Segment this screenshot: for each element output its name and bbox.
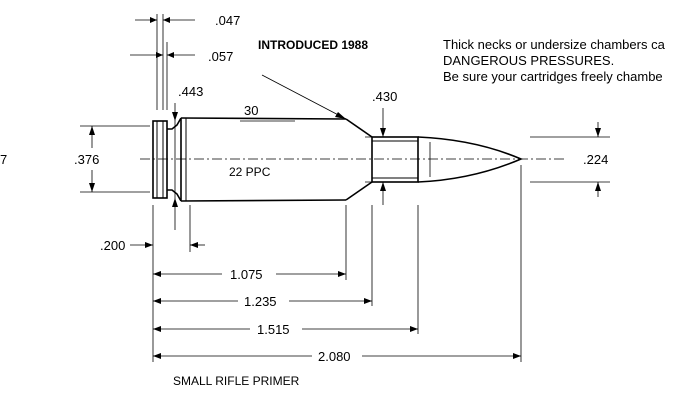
dim-bullet-diameter	[530, 122, 610, 197]
dim-overall-length-value: 2.080	[318, 349, 351, 364]
dim-extractor-groove-value: .057	[208, 49, 233, 64]
primer-label: SMALL RIFLE PRIMER	[173, 374, 300, 388]
dim-overall-length	[153, 353, 521, 359]
dim-rim-thickness	[135, 14, 195, 110]
dim-shoulder-angle	[261, 74, 347, 120]
dim-rim-thickness-value: .047	[215, 13, 240, 28]
warning-line-2: DANGEROUS PRESSURES.	[443, 53, 614, 68]
title-text: INTRODUCED 1988	[258, 38, 368, 52]
dim-neck-length-value: 1.235	[244, 294, 277, 309]
dim-neck-diameter	[365, 108, 420, 205]
dim-neck-length	[153, 298, 372, 304]
dim-groove-to-body-value: .200	[100, 238, 125, 253]
dim-extractor-groove	[130, 42, 195, 110]
dim-shoulder-angle-value: 30	[244, 103, 258, 118]
dim-body-diameter-value: .376	[74, 152, 99, 167]
dim-base-diameter	[172, 103, 178, 230]
dim-bullet-diameter-value: .224	[583, 152, 608, 167]
cartridge-name-label: 22 PPC	[229, 165, 271, 179]
warning-line-3: Be sure your cartridges freely chambe	[443, 69, 663, 84]
cartridge-case	[152, 117, 524, 202]
dim-shoulder-length	[153, 271, 346, 277]
warning-line-1: Thick necks or undersize chambers ca	[443, 37, 666, 52]
dim-body-diameter	[80, 125, 150, 193]
dim-case-length	[153, 326, 418, 332]
dim-left-cut-value: 7	[0, 152, 7, 167]
dim-neck-diameter-value: .430	[372, 89, 397, 104]
dim-case-length-value: 1.515	[257, 322, 290, 337]
dim-groove-to-body	[130, 242, 205, 248]
dim-shoulder-length-value: 1.075	[230, 267, 263, 282]
dim-base-diameter-value: .443	[178, 84, 203, 99]
